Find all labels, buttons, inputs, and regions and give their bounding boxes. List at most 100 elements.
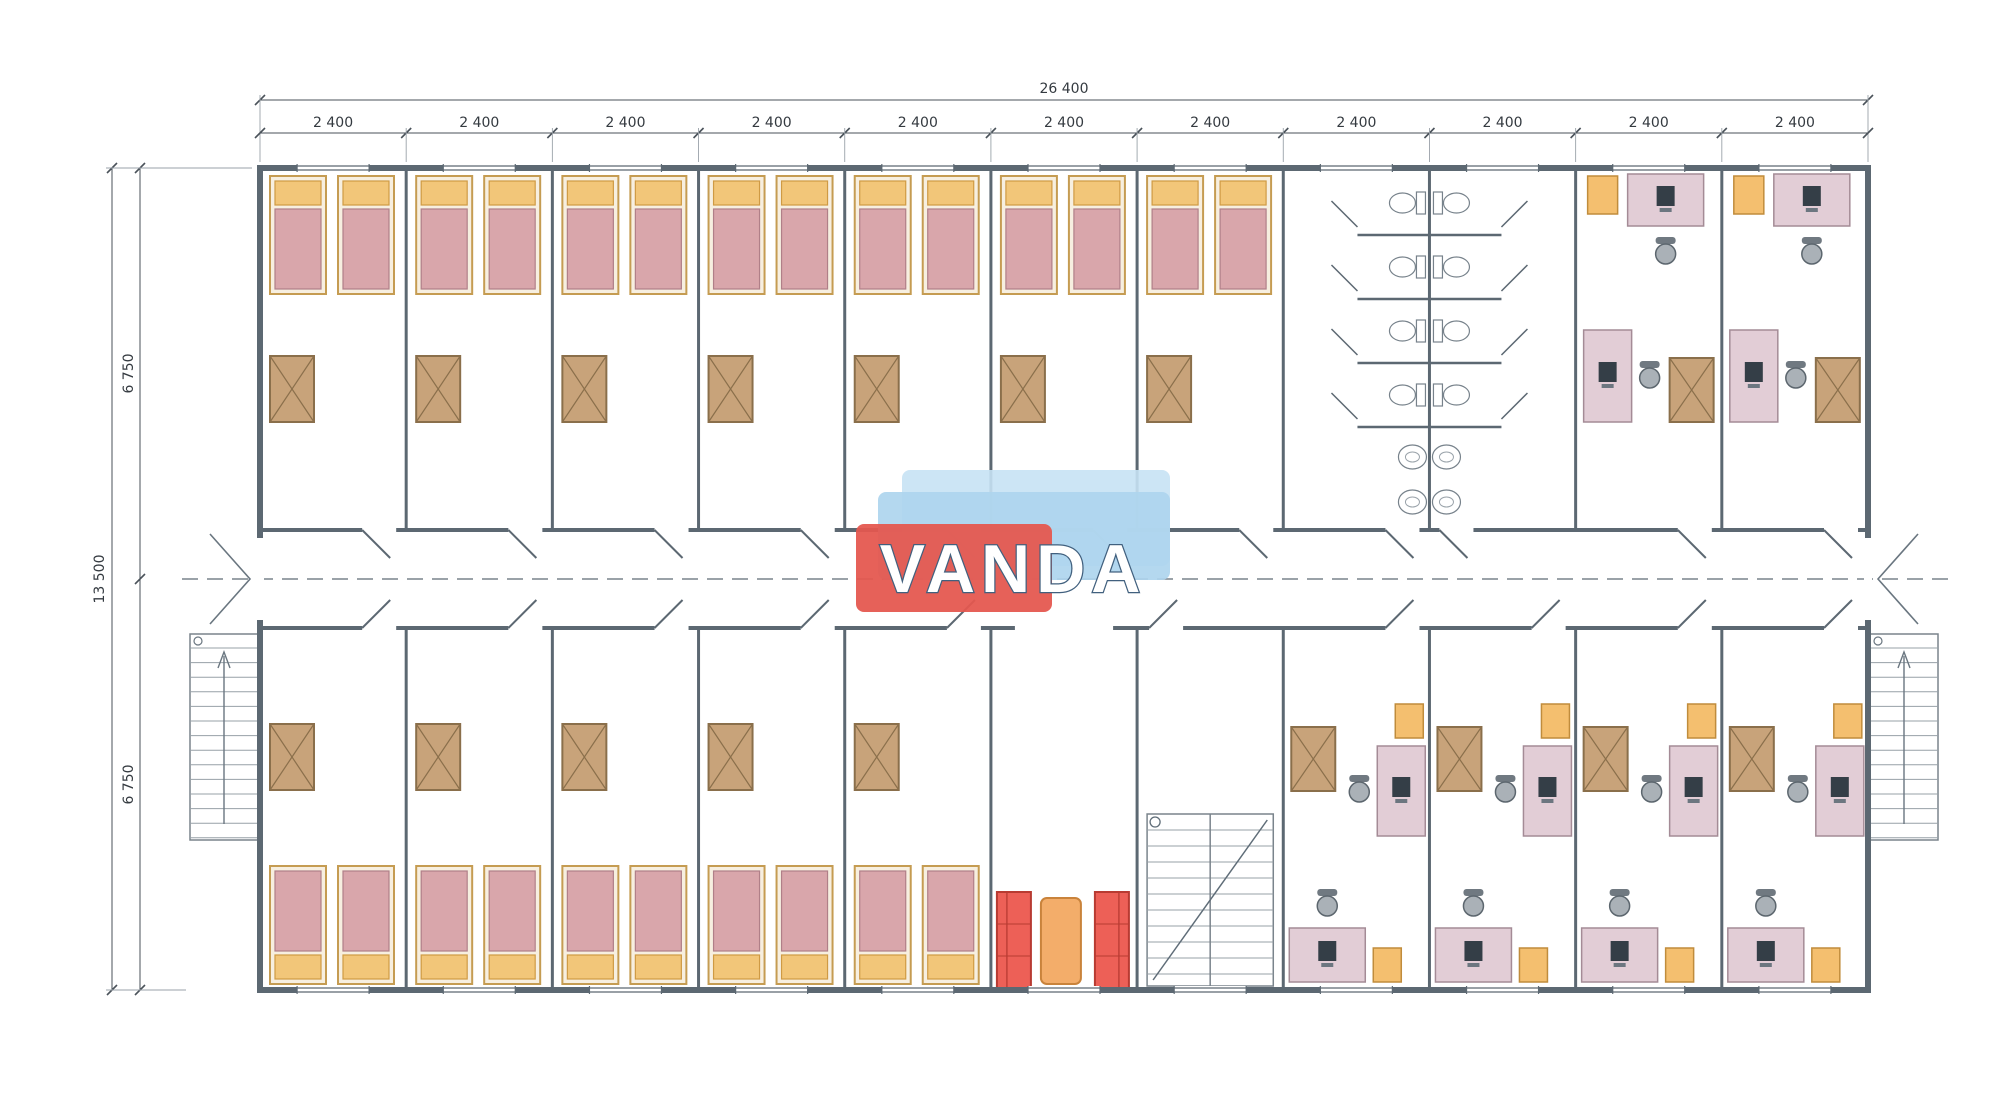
keyboard-icon	[1321, 963, 1334, 967]
keyboard-icon	[1601, 384, 1614, 388]
window-gap	[1466, 164, 1539, 172]
wardrobe-cross	[415, 723, 461, 791]
pillow	[712, 180, 761, 206]
door-leaf	[1438, 529, 1469, 559]
computer-icon	[1392, 777, 1411, 797]
window-gap	[1174, 986, 1247, 994]
stair-post-icon	[1873, 636, 1883, 646]
wardrobe-cross	[561, 723, 607, 791]
dim-label-bay: 2 400	[1775, 115, 1815, 131]
computer-icon	[1756, 941, 1775, 961]
door-leaf	[1384, 529, 1415, 559]
mattress	[566, 208, 614, 290]
mattress	[420, 208, 468, 290]
computer-icon	[1684, 777, 1703, 797]
chair-icon	[1494, 781, 1517, 803]
dim-label-bay: 2 400	[459, 115, 499, 131]
keyboard-icon	[1759, 963, 1772, 967]
wardrobe-cross	[1583, 726, 1629, 792]
pillow	[859, 180, 907, 206]
dim-label-upper-half: 6 750	[121, 353, 137, 393]
cabinet-icon	[1540, 703, 1571, 739]
stall-door-leaf	[1330, 200, 1358, 228]
pillow	[1005, 180, 1053, 206]
dim-label-bay: 2 400	[1044, 115, 1084, 131]
window-gap	[1758, 986, 1831, 994]
dim-label-bay: 2 400	[1190, 115, 1230, 131]
mattress	[634, 870, 682, 952]
door-leaf	[800, 599, 830, 629]
keyboard-icon	[1541, 799, 1554, 803]
cabinet-icon	[1733, 175, 1765, 215]
stall-door-leaf	[1500, 328, 1528, 356]
dim-label-bay: 2 400	[752, 115, 792, 131]
chair-back	[1641, 775, 1662, 782]
pillow	[1219, 180, 1267, 206]
sink-basin	[1404, 496, 1420, 508]
toilet-tank	[1432, 383, 1444, 407]
stall-door-leaf	[1330, 392, 1358, 420]
mattress	[274, 208, 322, 290]
keyboard-icon	[1467, 963, 1480, 967]
cabinet-icon	[1518, 947, 1549, 983]
pillow	[1073, 180, 1121, 206]
break-mark	[209, 533, 252, 625]
window-gap	[1320, 986, 1393, 994]
keyboard-icon	[1833, 799, 1846, 803]
chair-icon	[1654, 243, 1677, 265]
toilet-icon	[1388, 320, 1417, 342]
sink-icon	[1397, 444, 1428, 470]
window-gap	[589, 986, 662, 994]
wardrobe-cross	[561, 355, 607, 423]
window-gap	[881, 986, 954, 994]
dim-tick	[1862, 127, 1874, 139]
mattress	[488, 870, 536, 952]
door-leaf	[507, 599, 538, 629]
mattress	[634, 208, 682, 290]
mattress	[566, 870, 614, 952]
pillow	[488, 954, 536, 980]
window-gap	[881, 164, 954, 172]
toilet-icon	[1442, 320, 1471, 342]
toilet-icon	[1442, 384, 1471, 406]
mattress	[780, 870, 829, 952]
window-gap	[1758, 164, 1831, 172]
chair-back	[1787, 775, 1808, 782]
window-gap	[297, 986, 370, 994]
wardrobe-cross	[854, 723, 900, 791]
window-gap	[1320, 164, 1393, 172]
toilet-icon	[1442, 256, 1471, 278]
toilet-tank	[1415, 383, 1427, 407]
keyboard-icon	[1747, 384, 1760, 388]
stall-door-leaf	[1330, 328, 1358, 356]
sink-basin	[1438, 451, 1454, 463]
door-leaf	[361, 529, 391, 559]
wardrobe-cross	[1146, 355, 1192, 423]
cabinet-icon	[1586, 175, 1619, 215]
stall-door-leaf	[1500, 200, 1528, 228]
sink-basin	[1438, 496, 1454, 508]
chair-icon	[1801, 243, 1823, 265]
wardrobe-cross	[1729, 726, 1775, 792]
chair-back	[1495, 775, 1516, 782]
wardrobe-cross	[1000, 355, 1046, 423]
dim-label-total-height: 13 500	[92, 555, 108, 604]
dim-tick	[134, 573, 146, 585]
wardrobe-cross	[415, 355, 461, 423]
sofa-icon	[1093, 891, 1130, 989]
dim-tick	[254, 127, 266, 139]
chair-back	[1655, 237, 1676, 244]
window-gap	[297, 164, 370, 172]
coffee-table-icon	[1039, 897, 1082, 985]
door-leaf	[361, 599, 391, 629]
stair-break-line	[1152, 819, 1268, 981]
computer-icon	[1610, 941, 1629, 961]
pillow	[274, 180, 322, 206]
mattress	[712, 870, 761, 952]
keyboard-icon	[1395, 799, 1408, 803]
pillow	[566, 954, 614, 980]
break-mark	[1876, 533, 1919, 625]
mattress	[1073, 208, 1121, 290]
chair-back	[1785, 361, 1806, 368]
